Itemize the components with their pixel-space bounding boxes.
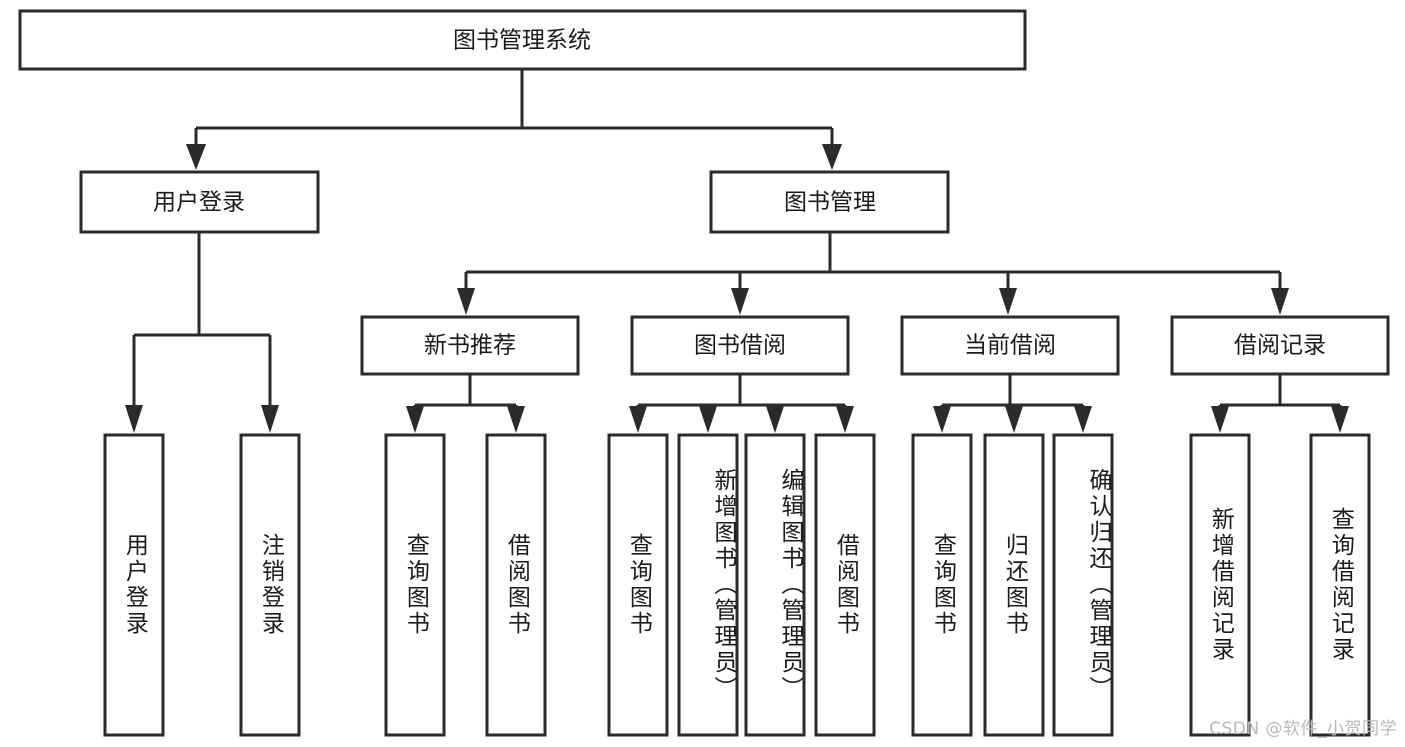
leaf-box-query-book-2[interactable]: [607, 433, 669, 737]
arrow-head-book-manage: [822, 144, 842, 170]
leaf-box-borrow-book-1[interactable]: [485, 433, 547, 737]
node-book-manage[interactable]: 图书管理: [709, 170, 950, 234]
node-current-borrow-label: 当前借阅: [964, 333, 1056, 359]
leaf-box-query-book-3[interactable]: [911, 433, 973, 737]
arrow-head-new-book-recommend: [457, 288, 475, 315]
connector-group-book-manage: [457, 232, 1289, 315]
node-current-borrow-box[interactable]: [900, 315, 1120, 376]
connector-group-borrow-record: [1211, 374, 1349, 433]
leaf-box-user-logout[interactable]: [239, 433, 301, 737]
node-book-manage-box[interactable]: [709, 170, 950, 234]
arrow-head-leaf-user-logout: [261, 405, 279, 433]
node-new-book-recommend-label: 新书推荐: [424, 333, 516, 359]
arrow-head-leaf-add-book: [699, 406, 717, 433]
leaf-box-add-book[interactable]: [677, 433, 739, 737]
node-root-box[interactable]: [18, 9, 1027, 71]
connector-group-book-borrow: [629, 374, 854, 433]
node-book-borrow-label: 图书借阅: [694, 333, 786, 359]
arrow-head-current-borrow: [999, 288, 1017, 315]
node-borrow-record-box[interactable]: [1170, 315, 1390, 376]
node-book-manage-label: 图书管理: [784, 190, 876, 216]
leaf-box-query-record[interactable]: [1309, 433, 1371, 737]
arrow-head-leaf-add-record: [1211, 406, 1229, 433]
arrow-head-leaf-borrow-book-2: [836, 406, 854, 433]
leaf-box-query-book-1[interactable]: [384, 433, 446, 737]
node-root[interactable]: 图书管理系统: [18, 9, 1027, 71]
arrow-head-book-borrow: [731, 288, 749, 315]
node-user-login-box[interactable]: [79, 170, 320, 234]
arrow-head-leaf-return-book: [1005, 406, 1023, 433]
arrow-head-user-login: [186, 144, 206, 170]
node-borrow-record[interactable]: 借阅记录: [1170, 315, 1390, 376]
arrow-head-leaf-user-login: [125, 405, 143, 433]
node-new-book-recommend[interactable]: 新书推荐: [360, 315, 580, 376]
node-book-borrow[interactable]: 图书借阅: [630, 315, 850, 376]
arrow-head-leaf-borrow-book-1: [507, 406, 525, 433]
leaf-box-confirm-return[interactable]: [1052, 433, 1114, 737]
node-new-book-recommend-box[interactable]: [360, 315, 580, 376]
leaf-boxes: [103, 433, 1371, 737]
leaf-box-edit-book[interactable]: [744, 433, 806, 737]
leaf-box-add-record[interactable]: [1189, 433, 1251, 737]
connector-group-current-borrow: [933, 374, 1092, 433]
node-root-label: 图书管理系统: [453, 28, 591, 54]
node-borrow-record-label: 借阅记录: [1234, 333, 1326, 359]
leaf-box-user-login[interactable]: [103, 433, 165, 737]
arrow-head-leaf-query-record: [1331, 406, 1349, 433]
node-current-borrow[interactable]: 当前借阅: [900, 315, 1120, 376]
leaf-box-return-book[interactable]: [983, 433, 1045, 737]
connector-group-user-login: [125, 232, 279, 433]
arrow-head-leaf-confirm-return: [1074, 406, 1092, 433]
connector-group-root: [186, 69, 842, 170]
connector-group-new-book-recommend: [406, 374, 525, 433]
node-user-login-label: 用户登录: [153, 190, 245, 216]
node-user-login[interactable]: 用户登录: [79, 170, 320, 234]
leaf-box-borrow-book-2[interactable]: [814, 433, 876, 737]
csdn-watermark: CSDN @软件_小贺同学: [1209, 719, 1397, 739]
arrow-head-leaf-query-book-3: [933, 406, 951, 433]
node-book-borrow-box[interactable]: [630, 315, 850, 376]
arrow-head-borrow-record: [1271, 288, 1289, 315]
arrow-head-leaf-edit-book: [766, 406, 784, 433]
arrow-head-leaf-query-book-2: [629, 406, 647, 433]
arrow-head-leaf-query-book-1: [406, 406, 424, 433]
